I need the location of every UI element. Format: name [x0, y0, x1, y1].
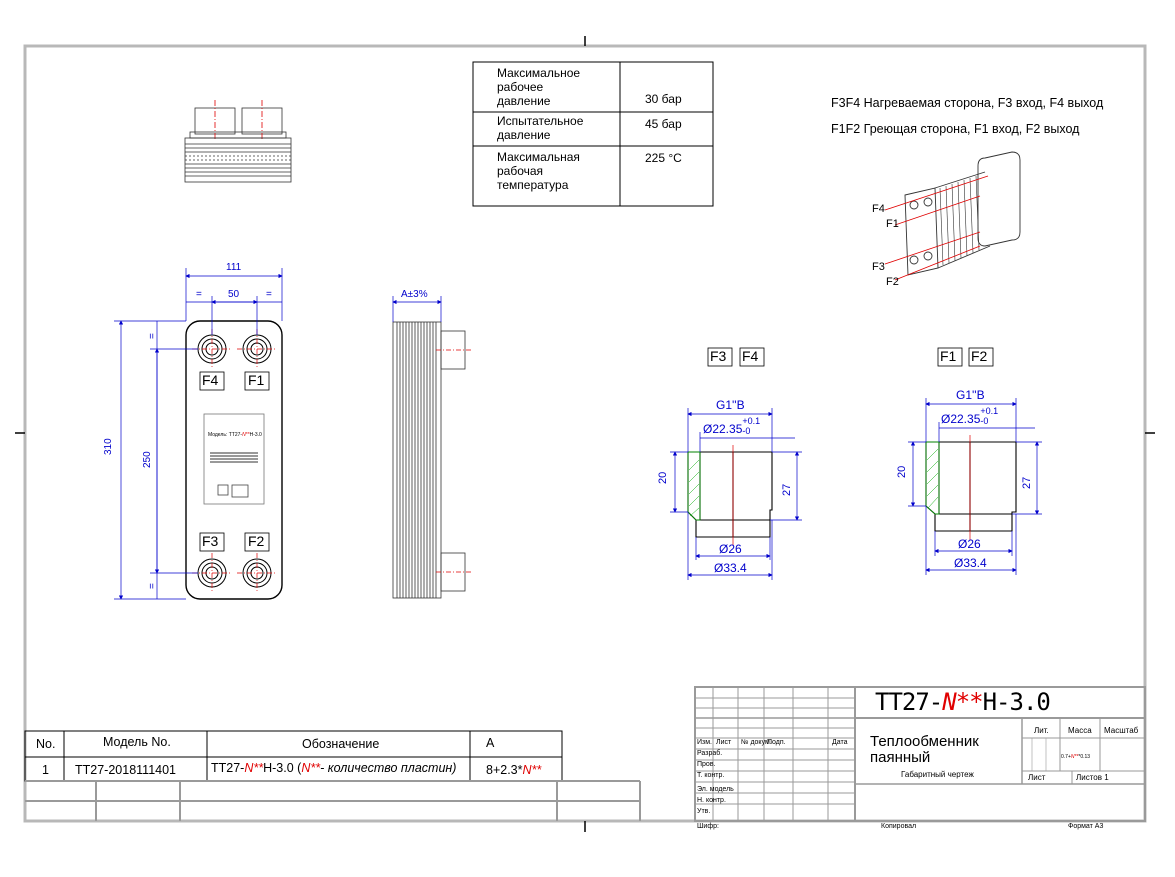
center-marks — [15, 36, 1155, 832]
spec-value-temperature: 225 °C — [645, 151, 682, 165]
fit1-len27: 27 — [781, 483, 793, 496]
title-sheet: Лист — [1028, 773, 1046, 782]
fit2-thread: G1''B — [956, 388, 985, 402]
rev-header-doc: № докум. — [741, 739, 772, 746]
dim-width-ports: 50 — [228, 289, 240, 300]
bom-extra-rows — [25, 780, 641, 821]
fit1-bore: Ø22.35+0.1-0 — [703, 416, 761, 436]
role-developer: Разраб. — [697, 750, 723, 757]
fit1-label-f3: F3 — [710, 348, 727, 364]
iso-label-f1: F1 — [886, 218, 899, 230]
role-el-model: Эл. модель — [697, 786, 734, 793]
rev-header-change: Изм. — [697, 739, 712, 746]
fit1-len20: 20 — [657, 471, 669, 484]
note-heating-side: F1F2 Греющая сторона, F1 вход, F2 выход — [831, 122, 1080, 136]
footer-cipher: Шифр: — [697, 823, 719, 830]
bom-header-model: Модель No. — [103, 735, 171, 749]
fitting-section-left — [670, 347, 802, 580]
fit2-d26: Ø26 — [958, 537, 981, 551]
fit2-d334: Ø33.4 — [954, 556, 987, 570]
footer-format: Формат А3 — [1068, 823, 1104, 830]
side-dimensions — [392, 296, 442, 322]
note-heated-side: F3F4 Нагреваемая сторона, F3 вход, F4 вы… — [831, 96, 1104, 110]
front-view — [185, 320, 283, 600]
fit1-thread: G1''B — [716, 398, 745, 412]
title-name-line1: Теплообменник — [870, 733, 979, 750]
front-dimensions — [114, 268, 283, 600]
dim-height-total: 310 — [103, 438, 114, 455]
fit1-label-f4: F4 — [742, 348, 759, 364]
bom-cell-model: TT27-2018111401 — [75, 763, 177, 777]
spec-value-test-pressure: 45 бар — [645, 117, 682, 131]
fit1-d26: Ø26 — [719, 542, 742, 556]
side-view — [392, 321, 472, 599]
fit2-bore: Ø22.35+0.1-0 — [941, 406, 999, 426]
spec-table-grid — [472, 61, 714, 207]
front-port-f1: F1 — [248, 372, 265, 388]
role-approved: Утв. — [697, 808, 711, 815]
title-block-grid — [694, 686, 1146, 822]
front-port-f3: F3 — [202, 533, 219, 549]
rev-header-sign: Подп. — [767, 739, 786, 746]
title-scale: Масштаб — [1104, 726, 1139, 735]
dim-width-total: 111 — [226, 262, 242, 273]
bom-cell-no: 1 — [42, 763, 49, 777]
rev-header-date: Дата — [832, 739, 848, 746]
spec-label-temperature: Максимальная рабочая температура — [497, 150, 580, 192]
footer-copied: Копировал — [881, 823, 917, 830]
title-mass: Масса — [1068, 726, 1092, 735]
bom-header-no: No. — [36, 737, 56, 751]
isometric-sketch — [884, 151, 1021, 281]
role-tech-control: Т. контр. — [697, 772, 725, 779]
top-view — [184, 100, 292, 183]
fit2-label-f2: F2 — [971, 348, 988, 364]
title-mass-value: 0.7+N***0.13 — [1061, 754, 1091, 760]
dim-eq-top: = — [147, 333, 158, 339]
spec-label-test-pressure: Испытательное давление — [497, 114, 584, 142]
fit2-len27: 27 — [1021, 476, 1033, 489]
role-norm-control: Н. контр. — [697, 797, 726, 804]
dim-eq-left: = — [196, 289, 202, 300]
bom-header-designation: Обозначение — [302, 737, 380, 751]
dim-thickness: A±3% — [401, 289, 428, 300]
dim-eq-right: = — [266, 289, 272, 300]
bom-header-a: A — [486, 736, 495, 750]
title-sheets: Листов 1 — [1076, 773, 1109, 782]
title-subtitle: Габаритный чертеж — [901, 770, 974, 779]
nameplate-model: Модель: TT27-N**H-3.0 — [208, 432, 262, 438]
iso-label-f4: F4 — [872, 203, 885, 215]
fitting-section-right — [908, 347, 1042, 575]
spec-label-pressure: Максимальное рабочее давление — [497, 66, 581, 108]
title-name-line2: паянный — [870, 749, 931, 766]
title-lit: Лит. — [1034, 726, 1049, 735]
role-checked: Пров. — [697, 761, 716, 768]
fit2-label-f1: F1 — [940, 348, 957, 364]
iso-label-f2: F2 — [886, 276, 899, 288]
bom-cell-designation: TT27-N**H-3.0 (N**- количество пластин) — [211, 761, 457, 775]
iso-label-f3: F3 — [872, 261, 885, 273]
dim-height-ports: 250 — [142, 451, 153, 468]
bom-cell-a: 8+2.3*N** — [486, 763, 542, 777]
front-port-f2: F2 — [248, 533, 265, 549]
fit2-len20: 20 — [896, 465, 908, 478]
rev-header-sheet: Лист — [716, 739, 732, 746]
fit1-d334: Ø33.4 — [714, 561, 747, 575]
title-code: TT27-N**H-3.0 — [875, 688, 1051, 716]
spec-value-pressure: 30 бар — [645, 92, 682, 106]
dim-eq-bottom: = — [147, 583, 158, 589]
front-port-f4: F4 — [202, 372, 219, 388]
